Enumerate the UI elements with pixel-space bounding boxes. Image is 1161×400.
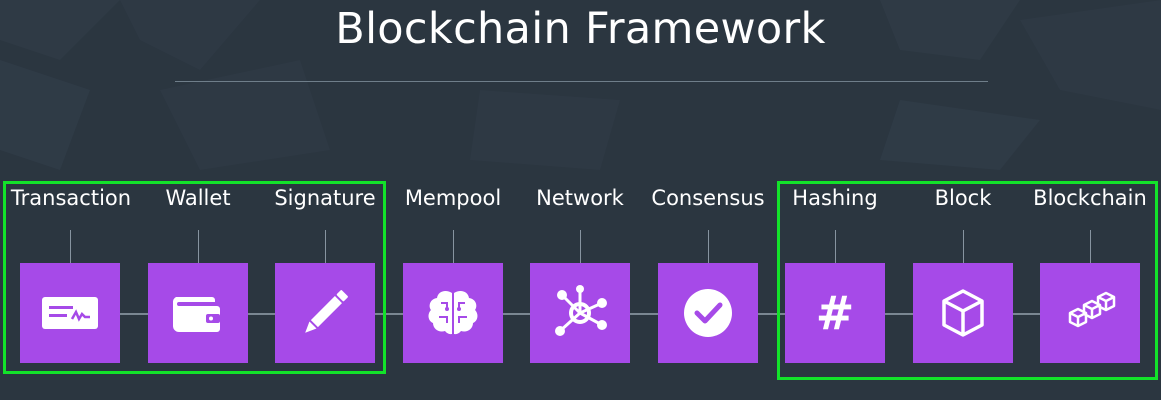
step-tile-transaction (20, 263, 120, 363)
cube-icon (942, 289, 984, 337)
step-stem (1090, 230, 1091, 263)
step-label-hashing: Hashing (792, 186, 878, 210)
step-stem (963, 230, 964, 263)
blocks-icon (1068, 291, 1116, 328)
step-label-mempool: Mempool (404, 186, 502, 210)
brain-icon (428, 290, 478, 335)
step-tile-signature (275, 263, 375, 363)
step-tile-mempool (403, 263, 503, 363)
step-stem (453, 230, 454, 263)
step-stem (580, 230, 581, 263)
page-title: Blockchain Framework (335, 4, 826, 54)
check-icon (42, 297, 98, 329)
step-label-blockchain: Blockchain (1033, 186, 1147, 210)
highlight-group-right (777, 181, 1158, 380)
step-tile-hashing: # (785, 263, 885, 363)
step-tile-blockchain (1040, 263, 1140, 363)
step-tile-block (913, 263, 1013, 363)
step-stem (708, 230, 709, 263)
highlight-group-left (3, 181, 386, 374)
wallet-icon (172, 297, 220, 332)
step-label-transaction: Transaction (10, 186, 132, 210)
checkmark-circle-icon (684, 289, 732, 337)
step-label-block: Block (934, 186, 992, 210)
step-label-wallet: Wallet (165, 186, 231, 210)
step-stem (198, 230, 199, 263)
step-stem (835, 230, 836, 263)
step-stem (325, 230, 326, 263)
pencil-icon (305, 290, 348, 333)
title-divider (175, 81, 988, 82)
network-icon (555, 285, 607, 336)
step-stem (70, 230, 71, 263)
step-label-network: Network (536, 186, 624, 210)
hash-icon: # (815, 286, 855, 340)
step-label-signature: Signature (274, 186, 376, 210)
step-tile-consensus (658, 263, 758, 363)
step-tile-network (530, 263, 630, 363)
step-tile-wallet (148, 263, 248, 363)
step-label-consensus: Consensus (651, 186, 765, 210)
